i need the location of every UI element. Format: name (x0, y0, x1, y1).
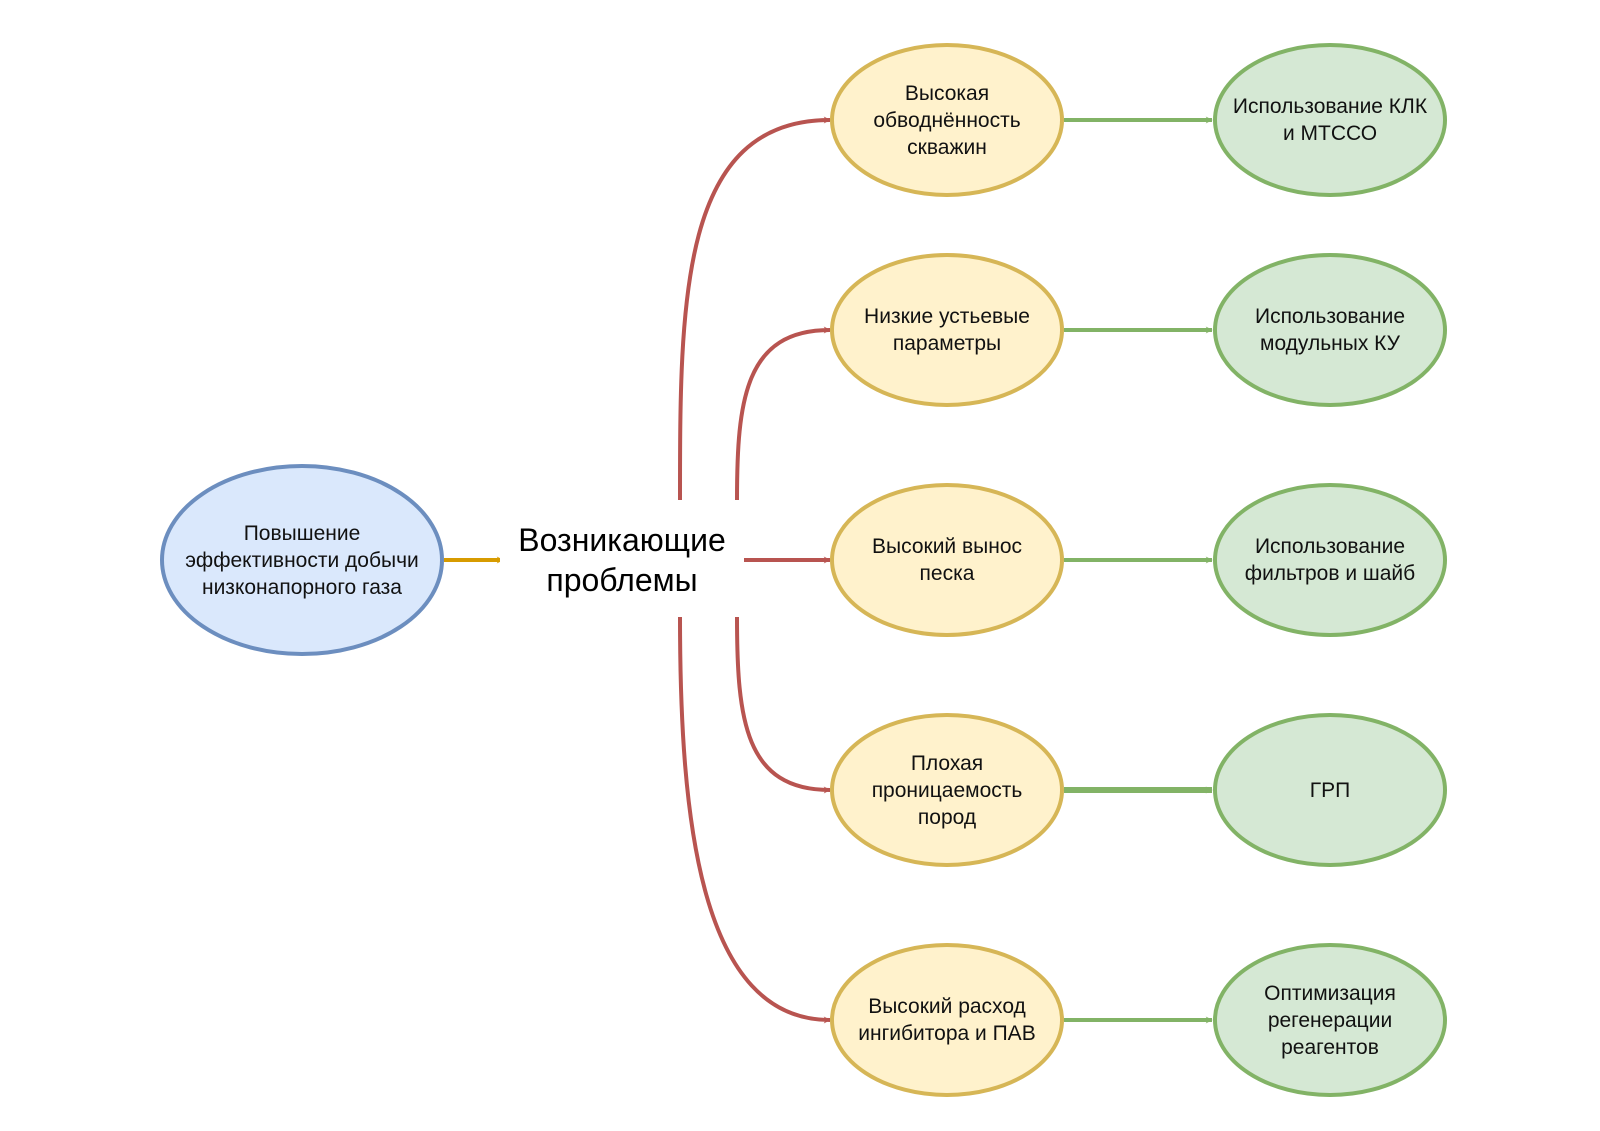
problem-node-5 (830, 943, 1064, 1097)
solution-label-line: Использование (1254, 305, 1406, 328)
solution-label-line: реагентов (1281, 1035, 1379, 1059)
solution-node-3 (1213, 483, 1447, 637)
connector-problem-2 (735, 326, 831, 501)
problem-label-line: ингибитора и ПАВ (858, 1022, 1036, 1045)
solution-label-line: фильтров и шайб (1244, 562, 1416, 585)
problem-label-line: Низкие устьевые (864, 305, 1030, 328)
problem-label-1: Высокая обводнённость скважин (832, 45, 1062, 195)
connector-problem-5 (678, 616, 831, 1024)
central-label: Возникающие проблемы (500, 515, 744, 605)
problem-label-5: Высокий расход ингибитора и ПАВ (832, 945, 1062, 1095)
solution-label-1: Использование КЛК и МТССО (1212, 45, 1448, 195)
solution-label-line: Использование КЛК (1232, 95, 1428, 118)
problem-node-4 (830, 713, 1064, 867)
problem-label-line: Высокий вынос (871, 535, 1023, 558)
solution-label-4: ГРП (1215, 715, 1445, 865)
problem-label-line: проницаемость (871, 778, 1023, 802)
problem-label-3: Высокий вынос песка (832, 485, 1062, 635)
solution-label-5: Оптимизация регенерации реагентов (1215, 945, 1445, 1095)
problem-node-2 (830, 253, 1064, 407)
central-label-line: Возникающие (518, 522, 726, 558)
problem-label-line: Плохая (910, 751, 984, 775)
goal-label-line: низконапорного газа (201, 575, 402, 599)
solution-node-2 (1213, 253, 1447, 407)
problem-label-line: Высокий расход (868, 995, 1026, 1018)
problem-label-line: параметры (892, 332, 1002, 355)
solution-node-5 (1213, 943, 1447, 1097)
solution-label-3: Использование фильтров и шайб (1215, 485, 1445, 635)
solution-label-line: регенерации (1267, 1008, 1393, 1032)
connector-problem-4 (735, 616, 831, 794)
solution-label-line: Использование (1254, 535, 1406, 558)
problem-node-3 (830, 483, 1064, 637)
solution-label-2: Использование модульных КУ (1215, 255, 1445, 405)
central-label-line: проблемы (546, 562, 698, 598)
problem-label-line: песка (919, 562, 975, 585)
goal-label: Повышение эффективности добычи низконапо… (162, 466, 442, 654)
solution-label-line: Оптимизация (1264, 981, 1396, 1005)
solution-label-line: и МТССО (1282, 122, 1378, 145)
problem-node-1 (830, 43, 1064, 197)
connector-problem-1 (678, 116, 831, 501)
problem-label-line: пород (917, 805, 977, 829)
goal-label-line: эффективности добычи (185, 548, 419, 572)
solution-label-line: ГРП (1309, 778, 1351, 802)
goal-label-line: Повышение (243, 521, 361, 545)
goal-node (160, 464, 444, 656)
problem-label-4: Плохая проницаемость пород (832, 715, 1062, 865)
solution-label-line: модульных КУ (1260, 332, 1400, 355)
solution-node-4 (1213, 713, 1447, 867)
solution-node-1 (1213, 43, 1447, 197)
problem-label-line: Высокая (904, 81, 990, 105)
problem-label-line: обводнённость (873, 108, 1021, 132)
problem-label-line: скважин (907, 135, 987, 159)
problem-label-2: Низкие устьевые параметры (832, 255, 1062, 405)
